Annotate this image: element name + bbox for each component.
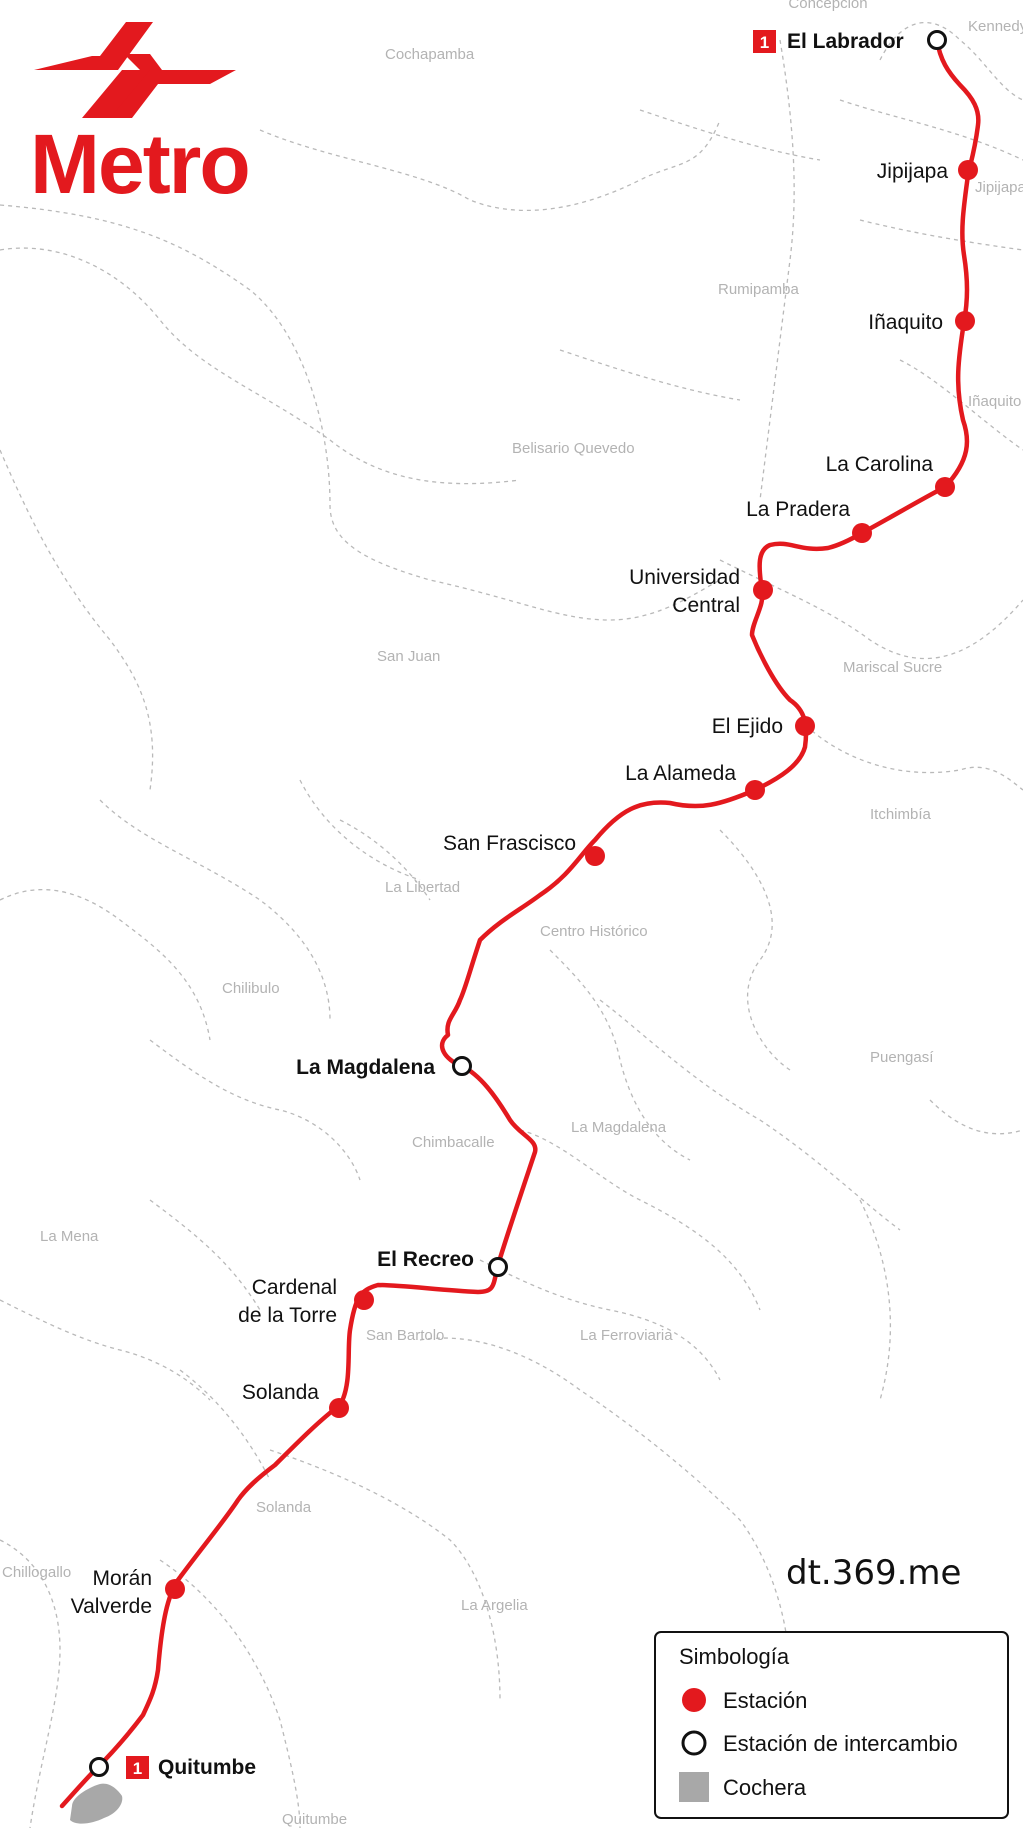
line-1-badge-number: 1 <box>760 33 769 52</box>
station-dot-icon <box>585 846 605 866</box>
station-el-recreo[interactable]: El Recreo <box>377 1248 508 1277</box>
district-label: Solanda <box>256 1499 312 1516</box>
station-universidad-central[interactable]: Universidad Central <box>629 566 773 617</box>
station-jipijapa[interactable]: Jipijapa <box>877 160 978 183</box>
legend: Simbología Estación Estación de intercam… <box>654 1631 1009 1819</box>
metro-logo: Metro <box>30 22 251 211</box>
station-la-pradera[interactable]: La Pradera <box>746 498 872 543</box>
station-moran-valverde[interactable]: Morán Valverde <box>71 1567 185 1618</box>
station-label: Iñaquito <box>868 311 943 334</box>
district-label: Concepción <box>788 0 867 12</box>
metro-line-1-route <box>59 37 981 1809</box>
district-label: Chillogallo <box>2 1564 71 1581</box>
legend-title: Simbología <box>679 1644 790 1669</box>
station-el-ejido[interactable]: El Ejido <box>712 715 815 738</box>
line-1-badge <box>753 30 776 53</box>
legend-box <box>654 1631 1009 1819</box>
interchange-ring-icon <box>927 30 947 50</box>
district-label: Jipijapa <box>975 179 1023 196</box>
logo-mark-icon <box>34 22 153 70</box>
station-cardenal-de-la-torre[interactable]: Cardenal de la Torre <box>238 1276 374 1327</box>
station-san-frascisco[interactable]: San Frascisco <box>443 832 605 866</box>
district-label: Belisario Quevedo <box>512 440 635 457</box>
logo-mark-icon <box>82 70 150 118</box>
station-label: La Magdalena <box>296 1056 435 1079</box>
district-boundaries <box>0 22 1023 1828</box>
district-label: La Ferroviaria <box>580 1327 673 1344</box>
station-dot-icon <box>795 716 815 736</box>
station-dot-icon <box>165 1579 185 1599</box>
station-dot-icon <box>745 780 765 800</box>
interchange-ring-icon <box>89 1757 109 1777</box>
station-dot-icon <box>753 580 773 600</box>
station-label: El Ejido <box>712 715 783 738</box>
interchange-ring-icon <box>452 1056 472 1076</box>
district-label: Cochapamba <box>385 46 475 63</box>
station-label-line-1: Universidad <box>629 566 740 589</box>
station-label: La Pradera <box>746 498 850 521</box>
district-label: Centro Histórico <box>540 923 648 940</box>
stations: 1 El Labrador Jipijapa Iñaquito La Carol… <box>71 30 978 1779</box>
station-solanda[interactable]: Solanda <box>242 1381 349 1418</box>
district-label: Iñaquito <box>968 393 1021 410</box>
station-dot-icon <box>958 160 978 180</box>
station-label: El Labrador <box>787 30 904 53</box>
station-label: La Alameda <box>625 762 736 785</box>
station-label-line-2: Valverde <box>71 1595 152 1618</box>
logo-text: Metro <box>30 117 249 211</box>
line-1-badge-number: 1 <box>133 1759 142 1778</box>
district-label: Quitumbe <box>282 1811 347 1828</box>
district-label: La Libertad <box>385 879 460 896</box>
station-dot-icon <box>354 1290 374 1310</box>
station-dot-icon <box>935 477 955 497</box>
station-label-line-2: Central <box>672 594 740 617</box>
station-label: El Recreo <box>377 1248 474 1271</box>
station-label-line-2: de la Torre <box>238 1304 337 1327</box>
depot-square-icon <box>679 1772 709 1802</box>
district-label: Chilibulo <box>222 980 280 997</box>
depot-area <box>70 1783 123 1824</box>
district-label: La Magdalena <box>571 1119 667 1136</box>
district-label: Itchimbía <box>870 806 932 823</box>
station-quitumbe[interactable]: 1 Quitumbe <box>89 1756 257 1779</box>
station-inaquito[interactable]: Iñaquito <box>868 311 975 334</box>
legend-item-label: Estación de intercambio <box>723 1731 958 1756</box>
watermark-text: dt.369.me <box>786 1553 961 1593</box>
district-label: La Mena <box>40 1228 99 1245</box>
district-label: Mariscal Sucre <box>843 659 942 676</box>
district-label: San Juan <box>377 648 440 665</box>
station-el-labrador[interactable]: 1 El Labrador <box>753 30 947 53</box>
line-1-badge <box>126 1756 149 1779</box>
station-dot-icon <box>682 1688 706 1712</box>
station-label-line-1: Morán <box>92 1567 152 1590</box>
logo-mark-icon <box>104 54 236 118</box>
station-label: Solanda <box>242 1381 319 1404</box>
district-label: Kennedy <box>968 18 1023 35</box>
interchange-ring-icon <box>681 1730 707 1756</box>
station-la-carolina[interactable]: La Carolina <box>826 453 955 497</box>
district-label: San Bartolo <box>366 1327 444 1344</box>
district-label: Puengasí <box>870 1049 934 1066</box>
station-dot-icon <box>329 1398 349 1418</box>
station-label: Quitumbe <box>158 1756 256 1779</box>
station-label: Jipijapa <box>877 160 949 183</box>
station-label: La Carolina <box>826 453 934 476</box>
legend-item-label: Estación <box>723 1688 807 1713</box>
station-label: San Frascisco <box>443 832 576 855</box>
station-dot-icon <box>852 523 872 543</box>
district-label: Chimbacalle <box>412 1134 495 1151</box>
station-dot-icon <box>955 311 975 331</box>
legend-item-label: Cochera <box>723 1775 807 1800</box>
station-label-line-1: Cardenal <box>252 1276 337 1299</box>
station-la-magdalena[interactable]: La Magdalena <box>296 1056 472 1079</box>
district-label: La Argelia <box>461 1597 528 1614</box>
interchange-ring-icon <box>488 1257 508 1277</box>
station-la-alameda[interactable]: La Alameda <box>625 762 765 800</box>
district-label: Rumipamba <box>718 281 800 298</box>
